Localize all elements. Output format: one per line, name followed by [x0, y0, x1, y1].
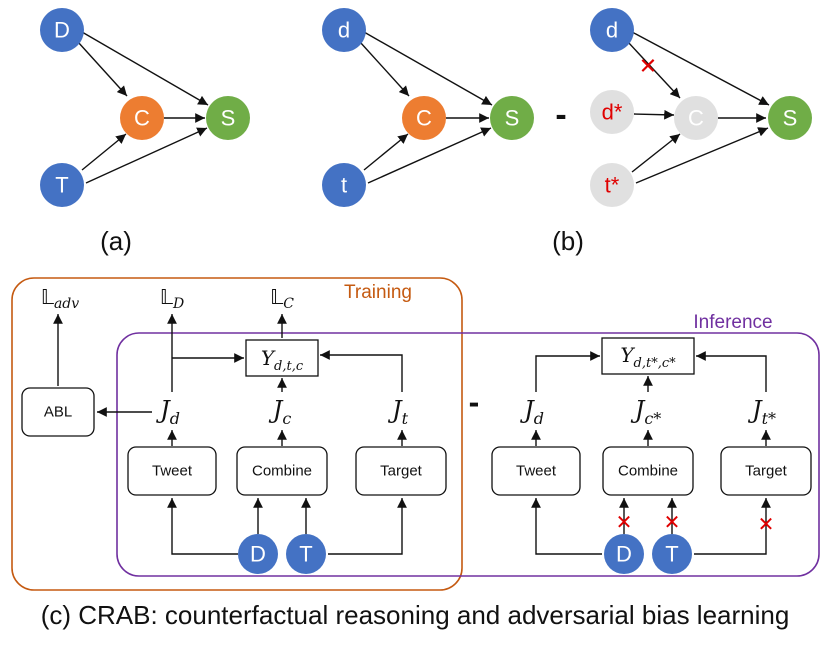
- node-br-tstar: [590, 163, 634, 207]
- target-module-right: [720, 446, 812, 496]
- edge-br-d-s: [631, 31, 770, 106]
- edge-t-target: [328, 498, 407, 555]
- node-d: [40, 8, 84, 52]
- edge-jt-y: [320, 350, 403, 392]
- feature-jc-left: Jc: [268, 396, 292, 428]
- input-t-right-label: T: [665, 542, 678, 567]
- training-frame: [11, 277, 463, 591]
- abl-label: ABL: [44, 404, 72, 421]
- cut-mark-b: ✕: [639, 55, 657, 80]
- edge-bl-d-s: [363, 31, 493, 106]
- target-module-right-label: Target: [745, 463, 788, 480]
- combine-module-right-label: Combine: [618, 463, 678, 480]
- input-d-right: [604, 534, 644, 574]
- input-t-left-label: T: [299, 542, 312, 567]
- input-t-left: [286, 534, 326, 574]
- edge-d-s: [81, 31, 209, 106]
- node-br-c: [674, 96, 718, 140]
- abl-box: [21, 387, 95, 437]
- node-bl-t-label: t: [341, 173, 347, 198]
- panel-a: D C S T (a): [40, 8, 250, 256]
- tweet-module-left: [127, 446, 217, 496]
- output-y-left-label: Yd,t,c: [261, 346, 304, 374]
- cut-mark-c3: ✕: [758, 512, 775, 536]
- node-br-c-label: C: [688, 106, 704, 131]
- edge-jd-y-right: [535, 351, 600, 392]
- inference-frame: [116, 332, 820, 577]
- output-y-right: [601, 337, 695, 375]
- output-y-right-label: Yd,t*,c*: [620, 343, 676, 371]
- edge-br-tstar-c: [631, 133, 681, 173]
- node-s-label: S: [221, 106, 236, 131]
- panel-c: Training Inference 𝕃adv 𝕃D 𝕃C ABL Yd,t,c…: [11, 277, 820, 630]
- node-t-label: T: [55, 173, 68, 198]
- edge-jt-y-right: [696, 351, 767, 392]
- panel-b: d C S t - d d* C S t* ✕ (b): [322, 8, 812, 256]
- inference-label: Inference: [693, 312, 772, 333]
- node-bl-c-label: C: [416, 106, 432, 131]
- node-bl-d: [322, 8, 366, 52]
- feature-jd-left: Jd: [155, 396, 180, 428]
- input-d-left: [238, 534, 278, 574]
- edge-d-tweet-right: [531, 498, 602, 555]
- node-br-d: [590, 8, 634, 52]
- minus-b: -: [555, 96, 566, 134]
- node-c-label: C: [134, 106, 150, 131]
- edge-t-s: [85, 127, 208, 184]
- tweet-module-right: [491, 446, 581, 496]
- target-module-left-label: Target: [380, 463, 423, 480]
- cut-mark-c1: ✕: [616, 510, 633, 534]
- edge-br-tstar-s: [635, 127, 769, 184]
- edge-bl-d-c: [359, 41, 410, 97]
- node-br-d-label: d: [606, 18, 618, 43]
- cut-mark-c2: ✕: [664, 510, 681, 534]
- node-bl-s: [490, 96, 534, 140]
- edge-t-c: [81, 133, 127, 171]
- node-bl-t: [322, 163, 366, 207]
- output-y-left: [245, 339, 319, 377]
- feature-jc-right: Jc*: [630, 396, 662, 428]
- input-d-left-label: D: [250, 542, 266, 567]
- node-t: [40, 163, 84, 207]
- feature-jd-right: Jd: [519, 396, 544, 428]
- training-label: Training: [344, 282, 412, 303]
- edge-d-tweet: [167, 498, 238, 555]
- combine-module-left-label: Combine: [252, 463, 312, 480]
- node-br-dstar: [590, 90, 634, 134]
- input-t-right: [652, 534, 692, 574]
- node-br-s: [768, 96, 812, 140]
- node-s: [206, 96, 250, 140]
- input-d-right-label: D: [616, 542, 632, 567]
- tweet-module-left-label: Tweet: [152, 463, 193, 480]
- node-d-label: D: [54, 18, 70, 43]
- combine-module-right: [602, 446, 694, 496]
- minus-c: -: [469, 384, 480, 420]
- target-module-left: [355, 446, 447, 496]
- node-c: [120, 96, 164, 140]
- edge-d-c: [77, 41, 128, 97]
- node-br-s-label: S: [783, 106, 798, 131]
- node-bl-c: [402, 96, 446, 140]
- edge-bl-t-s: [367, 127, 492, 184]
- combine-module-left: [236, 446, 328, 496]
- loss-c: 𝕃C: [270, 285, 294, 312]
- feature-jt-left: Jt: [387, 396, 409, 428]
- loss-adv: 𝕃adv: [41, 285, 79, 312]
- node-br-dstar-label: d*: [602, 100, 623, 125]
- edge-bl-t-c: [363, 133, 409, 171]
- edge-br-d-c: [627, 41, 681, 99]
- caption-c: (c) CRAB: counterfactual reasoning and a…: [41, 600, 790, 630]
- edge-br-dstar-c: [633, 109, 675, 120]
- tweet-module-right-label: Tweet: [516, 463, 557, 480]
- node-bl-d-label: d: [338, 18, 350, 43]
- caption-b: (b): [552, 226, 584, 256]
- loss-d: 𝕃D: [160, 285, 184, 312]
- feature-jt-right: Jt*: [747, 396, 776, 428]
- caption-a: (a): [100, 226, 132, 256]
- node-br-tstar-label: t*: [605, 173, 620, 198]
- node-bl-s-label: S: [505, 106, 520, 131]
- edge-t-target-right: [694, 498, 771, 555]
